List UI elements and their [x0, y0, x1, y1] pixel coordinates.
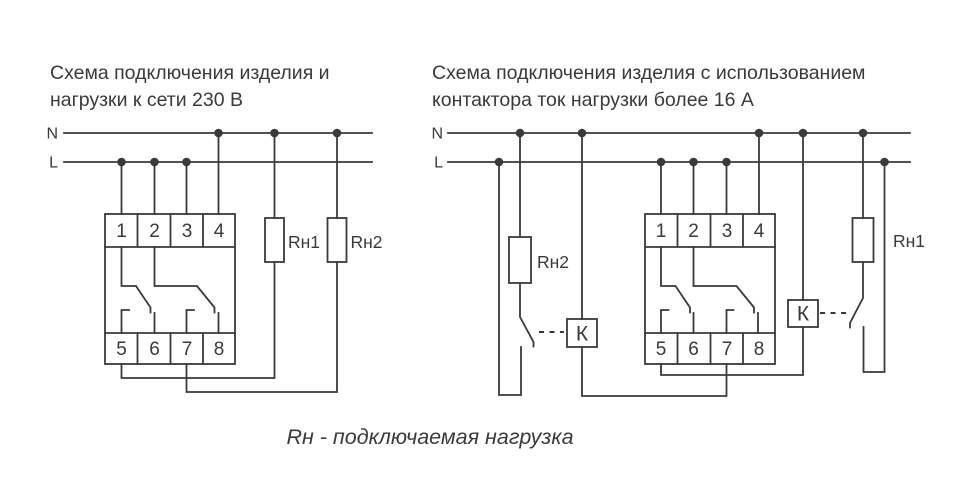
- terminal-feed-wires: [120, 132, 220, 215]
- terminal-number: 4: [214, 221, 225, 242]
- relay-device: 1 2 3 4 5 6 7 8: [104, 213, 236, 365]
- terminal-number: 7: [722, 339, 733, 360]
- terminal-number: 2: [688, 221, 699, 242]
- terminal-number: 5: [656, 339, 667, 360]
- terminal-number: 4: [754, 221, 765, 242]
- terminal-feed-wires: [660, 132, 760, 215]
- terminal-number: 7: [182, 339, 193, 360]
- terminal-cell-lines: [104, 213, 236, 365]
- line-bus-label: L: [434, 155, 443, 172]
- changeover-contact-blade-2: [153, 246, 216, 314]
- resistor-symbol: [326, 217, 348, 263]
- load-label: Rн2: [351, 232, 383, 252]
- neutral-bus-label: N: [431, 126, 443, 143]
- right-diagram-title-line1: Схема подключения изделия с использовани…: [432, 62, 865, 84]
- left-diagram-title-line1: Схема подключения изделия и: [50, 62, 330, 84]
- fixed-contact-5: [120, 309, 130, 334]
- contactor-contact-blade: [849, 261, 864, 329]
- load-rn1-branch: Rн1: [849, 132, 925, 373]
- fixed-contact-7: [725, 309, 735, 334]
- terminal-number: 6: [688, 339, 699, 360]
- terminal-number: 1: [116, 221, 127, 242]
- contactor-label: К: [797, 303, 810, 326]
- terminal-number: 6: [149, 339, 160, 360]
- terminal-number: 3: [722, 221, 733, 242]
- fixed-contact-5: [660, 309, 670, 334]
- caption: Rн - подключаемая нагрузка: [286, 425, 573, 449]
- line-leg-wire: [862, 161, 886, 373]
- left-diagram: Схема подключения изделия и нагрузки к с…: [46, 62, 383, 393]
- load-label: Rн1: [288, 232, 320, 252]
- coil-return-wire: [581, 346, 728, 397]
- terminal-number: 1: [656, 221, 667, 242]
- terminal-number: 5: [116, 339, 127, 360]
- load-rn2-branch: Rн2: [498, 132, 569, 396]
- load-label: Rн1: [893, 231, 925, 251]
- load-label: Rн2: [537, 252, 569, 272]
- relay-device: 1 2 3 4 5 6 7 8: [644, 213, 776, 365]
- resistor-symbol: [508, 236, 532, 284]
- neutral-bus-label: N: [46, 126, 58, 143]
- contactor-label: К: [576, 323, 589, 346]
- right-diagram-title-line2: контактора ток нагрузки более 16 А: [432, 89, 754, 111]
- fixed-contact-7: [185, 309, 195, 334]
- line-leg-wire: [498, 161, 522, 396]
- changeover-contact-blade-1: [120, 246, 152, 314]
- line-bus-label: L: [49, 155, 58, 172]
- contactor-coil-box: [787, 299, 819, 328]
- resistor-symbol: [264, 217, 285, 263]
- contactor-coil-right: К: [660, 132, 846, 376]
- terminal-number: 3: [182, 221, 193, 242]
- terminal-number: 2: [149, 221, 160, 242]
- coil-return-wire: [660, 326, 804, 376]
- terminal-number: 8: [754, 339, 765, 360]
- load-return-wire: [120, 261, 276, 379]
- contactor-coil-left: К: [566, 132, 728, 397]
- changeover-contact-blade-1: [660, 246, 691, 314]
- load-return-wire: [185, 261, 338, 393]
- right-diagram: Схема подключения изделия с использовани…: [431, 62, 925, 397]
- contactor-contact-blade: [519, 282, 535, 348]
- changeover-contact-blade-2: [692, 246, 755, 314]
- terminal-cell-lines: [644, 213, 776, 365]
- resistor-symbol: [851, 217, 875, 263]
- terminal-number: 8: [214, 339, 225, 360]
- left-diagram-title-line2: нагрузки к сети 230 В: [50, 89, 243, 111]
- junction-dots: [494, 128, 889, 167]
- load-rn1: Rн1: [120, 132, 320, 379]
- load-rn2: Rн2: [185, 132, 383, 393]
- junction-dots: [117, 128, 342, 167]
